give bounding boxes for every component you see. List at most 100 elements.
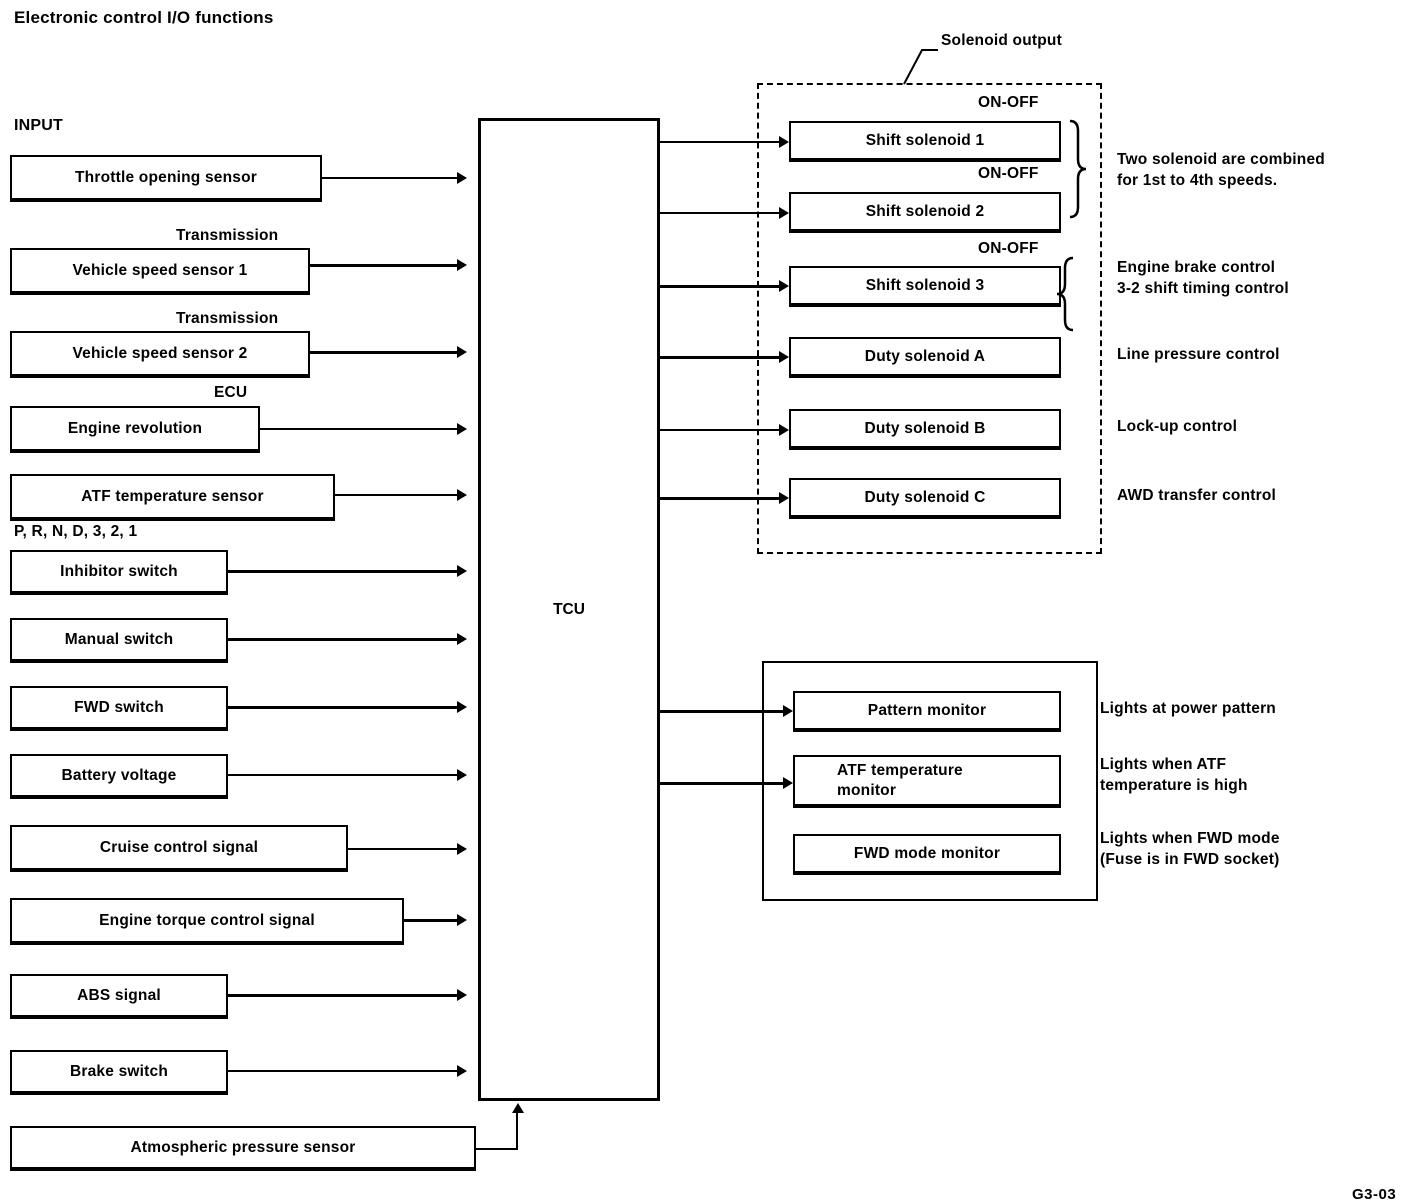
input-box-abs-signal[interactable]: ABS signal — [10, 974, 228, 1019]
arrowhead-abs — [457, 989, 467, 1001]
arrowhead-atmospheric — [512, 1103, 524, 1113]
input-box-engine-torque-control-signal[interactable]: Engine torque control signal — [10, 898, 404, 945]
arrowhead-shift1 — [779, 136, 789, 148]
arrowhead-atf — [457, 489, 467, 501]
monitor-box-fwd-mode-monitor[interactable]: FWD mode monitor — [793, 834, 1061, 875]
input-note-vehicle-speed-1: Transmission — [176, 227, 279, 244]
input-box-battery-voltage[interactable]: Battery voltage — [10, 754, 228, 799]
monitor-group-box — [762, 661, 1098, 901]
solenoid-mode-label-2: ON-OFF — [978, 165, 1039, 182]
solenoid-box-label: Shift solenoid 3 — [865, 276, 985, 294]
solenoid-output-dashed-group — [757, 83, 1102, 554]
input-box-label: Cruise control signal — [99, 838, 259, 856]
solenoid-box-shift-solenoid-2[interactable]: Shift solenoid 2 — [789, 192, 1061, 233]
input-box-label: ATF temperature sensor — [81, 487, 264, 505]
connector-inhibitor-to-tcu — [228, 570, 457, 573]
page-title: Electronic control I/O functions — [14, 8, 274, 27]
arrowhead-vss1 — [457, 259, 467, 271]
solenoid-box-duty-solenoid-b[interactable]: Duty solenoid B — [789, 409, 1061, 450]
arrowhead-shift2 — [779, 207, 789, 219]
input-box-vehicle-speed-sensor-2[interactable]: Vehicle speed sensor 2 — [10, 331, 310, 378]
connector-tcu-to-atf-monitor — [660, 782, 783, 785]
connector-engine-rev-to-tcu — [260, 428, 457, 430]
monitor-box-label: Pattern monitor — [867, 701, 987, 719]
connector-vss2-to-tcu — [310, 351, 457, 354]
input-box-cruise-control-signal[interactable]: Cruise control signal — [10, 825, 348, 872]
input-box-manual-switch[interactable]: Manual switch — [10, 618, 228, 663]
tcu-box[interactable]: TCU — [478, 118, 660, 1101]
connector-atf-to-tcu — [335, 494, 457, 496]
solenoid-box-shift-solenoid-3[interactable]: Shift solenoid 3 — [789, 266, 1061, 307]
tcu-label: TCU — [553, 600, 585, 618]
input-note-engine-revolution: ECU — [214, 384, 248, 401]
connector-fwd-to-tcu — [228, 706, 457, 709]
connector-atm-vertical — [516, 1112, 518, 1150]
solenoid-box-duty-solenoid-c[interactable]: Duty solenoid C — [789, 478, 1061, 519]
arrowhead-brake — [457, 1065, 467, 1077]
solenoid-box-label: Shift solenoid 1 — [865, 131, 985, 149]
connector-tcu-to-duty-b — [660, 429, 779, 431]
solenoid-remark-duty-a: Line pressure control — [1117, 346, 1280, 363]
input-box-label: Engine torque control signal — [99, 911, 315, 929]
input-box-brake-switch[interactable]: Brake switch — [10, 1050, 228, 1095]
arrowhead-torque — [457, 914, 467, 926]
monitor-box-label: FWD mode monitor — [853, 844, 1001, 862]
input-box-label: Inhibitor switch — [60, 562, 178, 580]
solenoid-box-duty-solenoid-a[interactable]: Duty solenoid A — [789, 337, 1061, 378]
arrowhead-duty-c — [779, 492, 789, 504]
arrowhead-shift3 — [779, 280, 789, 292]
connector-tcu-to-duty-c — [660, 497, 779, 500]
solenoid-box-label: Shift solenoid 2 — [865, 202, 985, 220]
arrowhead-duty-b — [779, 424, 789, 436]
monitor-box-pattern-monitor[interactable]: Pattern monitor — [793, 691, 1061, 732]
input-box-label: Manual switch — [64, 630, 174, 648]
connector-tcu-to-duty-a — [660, 356, 779, 359]
connector-brake-to-tcu — [228, 1070, 457, 1072]
solenoid-output-group-label: Solenoid output — [941, 32, 1062, 49]
arrowhead-engine-rev — [457, 423, 467, 435]
solenoid-brace-remark-1: Two solenoid are combined for 1st to 4th… — [1117, 151, 1325, 189]
arrowhead-duty-a — [779, 351, 789, 363]
connector-tcu-to-shift3 — [660, 285, 779, 288]
input-note-vehicle-speed-2: Transmission — [176, 310, 279, 327]
solenoid-remark-duty-c: AWD transfer control — [1117, 487, 1277, 504]
connector-battery-to-tcu — [228, 774, 457, 776]
solenoid-remark-duty-b: Lock-up control — [1117, 418, 1238, 435]
arrowhead-pattern-monitor — [783, 705, 793, 717]
figure-id: G3-03 — [1352, 1186, 1397, 1203]
input-box-label: Throttle opening sensor — [75, 168, 257, 186]
arrowhead-throttle — [457, 172, 467, 184]
connector-torque-to-tcu — [404, 919, 457, 922]
monitor-box-label: ATF temperature monitor — [837, 762, 963, 799]
connector-abs-to-tcu — [228, 994, 457, 997]
connector-tcu-to-shift2-h — [660, 212, 779, 214]
arrowhead-inhibitor — [457, 565, 467, 577]
input-box-atf-temperature-sensor[interactable]: ATF temperature sensor — [10, 474, 335, 521]
connector-throttle-to-tcu — [322, 177, 457, 179]
input-box-atmospheric-pressure-sensor[interactable]: Atmospheric pressure sensor — [10, 1126, 476, 1171]
input-note-inhibitor-switch: P, R, N, D, 3, 2, 1 — [14, 523, 138, 540]
monitor-remark-atf: Lights when ATF temperature is high — [1100, 756, 1248, 794]
connector-atm-horizontal — [476, 1148, 518, 1150]
solenoid-brace-remark-2: Engine brake control 3-2 shift timing co… — [1117, 259, 1289, 297]
input-box-engine-revolution[interactable]: Engine revolution — [10, 406, 260, 453]
arrowhead-battery — [457, 769, 467, 781]
input-box-label: Vehicle speed sensor 1 — [72, 261, 248, 279]
arrowhead-vss2 — [457, 346, 467, 358]
solenoid-box-label: Duty solenoid B — [864, 419, 986, 437]
input-box-throttle-opening-sensor[interactable]: Throttle opening sensor — [10, 155, 322, 202]
input-box-label: Battery voltage — [61, 766, 177, 784]
connector-cruise-to-tcu — [348, 848, 457, 850]
input-box-vehicle-speed-sensor-1[interactable]: Vehicle speed sensor 1 — [10, 248, 310, 295]
input-box-inhibitor-switch[interactable]: Inhibitor switch — [10, 550, 228, 595]
arrowhead-cruise — [457, 843, 467, 855]
monitor-box-atf-temperature-monitor[interactable]: ATF temperature monitor — [793, 755, 1061, 808]
solenoid-box-label: Duty solenoid C — [864, 488, 986, 506]
input-section-heading: INPUT — [14, 117, 63, 134]
solenoid-box-shift-solenoid-1[interactable]: Shift solenoid 1 — [789, 121, 1061, 162]
input-box-fwd-switch[interactable]: FWD switch — [10, 686, 228, 731]
solenoid-mode-label-3: ON-OFF — [978, 240, 1039, 257]
input-box-label: Vehicle speed sensor 2 — [72, 344, 248, 362]
input-box-label: Brake switch — [69, 1062, 169, 1080]
